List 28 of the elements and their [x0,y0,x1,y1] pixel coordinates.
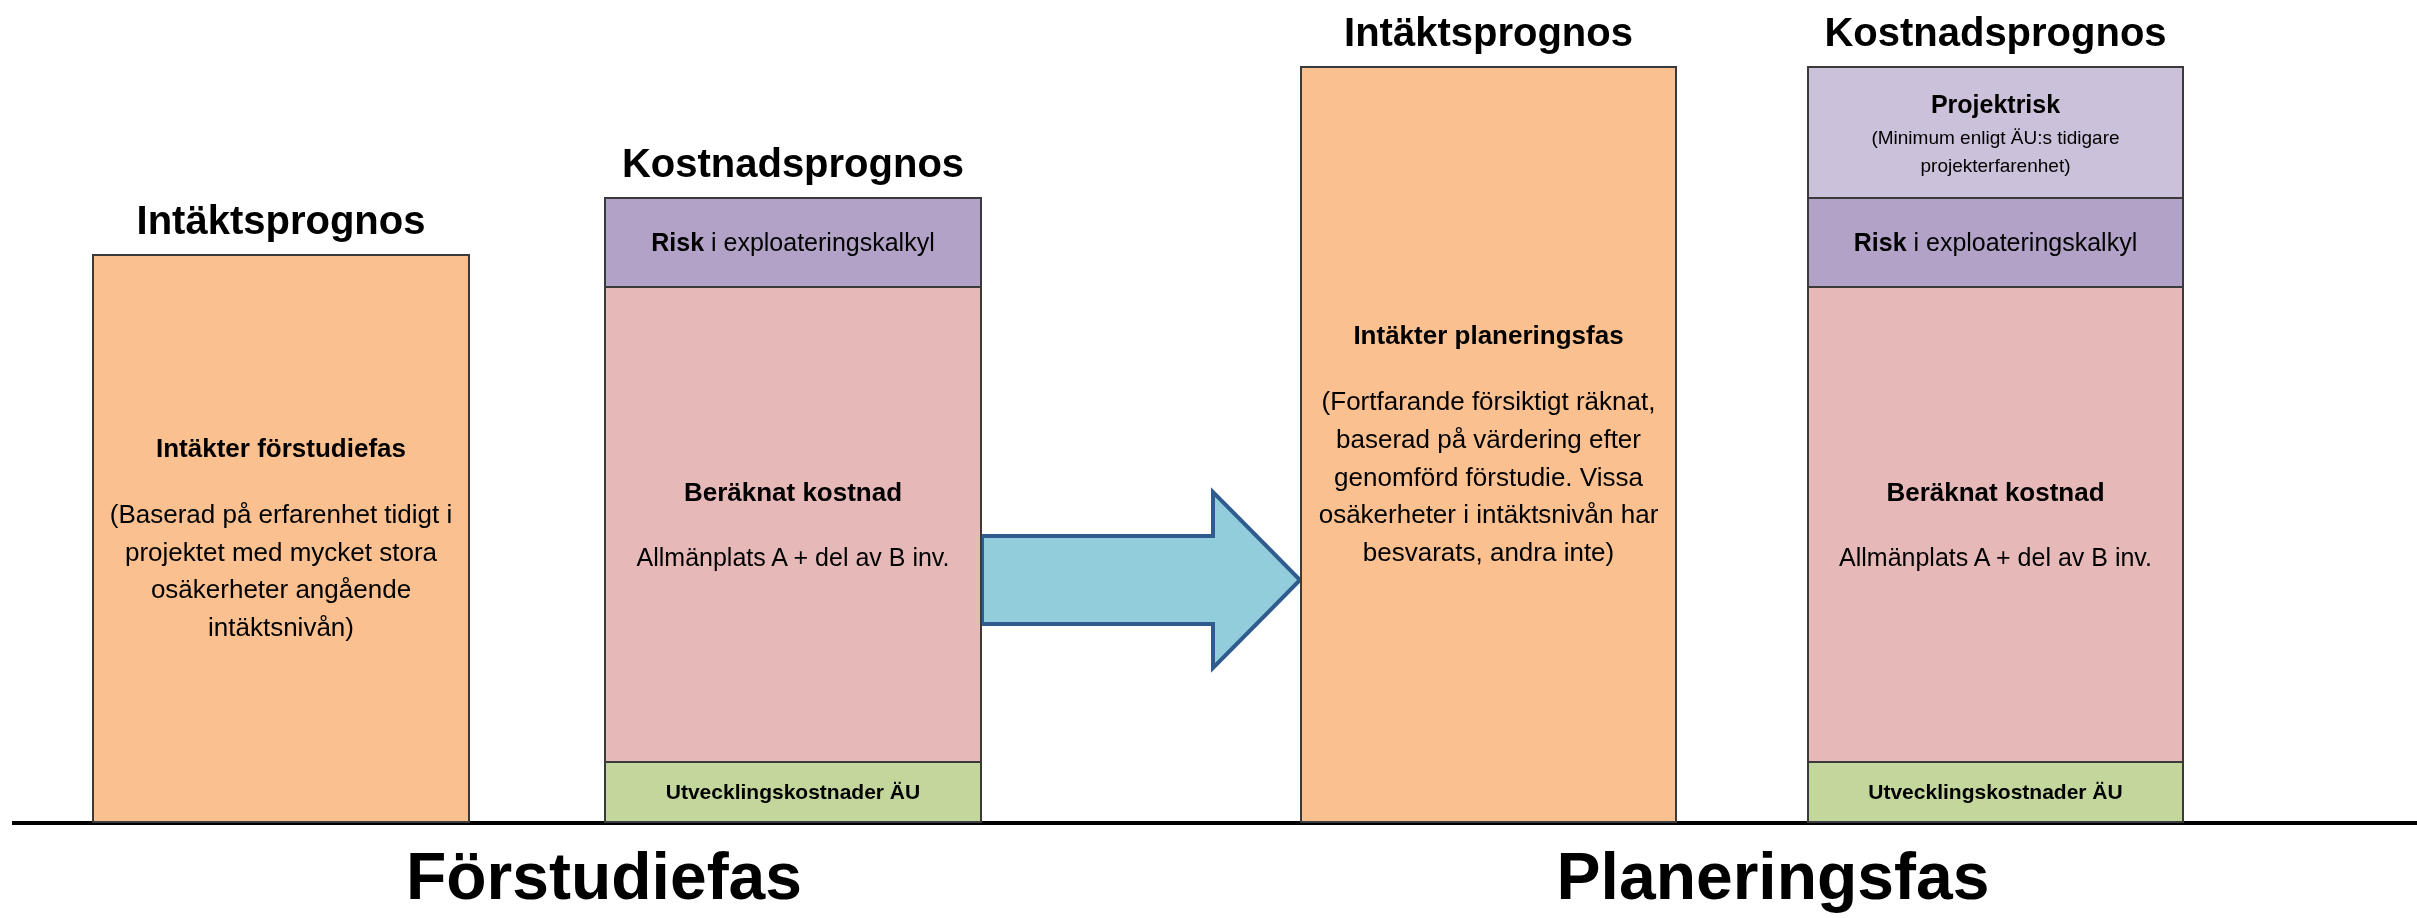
development-cost-segment [1807,761,2184,823]
column-heading: Intäktsprognos [135,198,427,243]
column-heading: Intäktsprognos [1343,10,1634,55]
box-text: (Minimum enligt ÄU:s tidigare projekterfarenhet) [1870,126,2121,178]
box-title: Beräknat kostnad [683,475,903,509]
box-text: Risk i exploateringskalkyl [1853,227,2138,259]
cost-segment [604,286,982,763]
box-text: (Fortfarande försiktigt räknat, baserad på värdering efter genomförd förstudie. Vissa osäkerheter i intäktsnivån har besvarats, andra inte) [1317,385,1660,569]
cost-segment [1807,286,2184,763]
phase-label: Planeringsfas [1555,838,1991,914]
box-text: Allmänplats A + del av B inv. [636,542,950,574]
box-text: Utvecklingskostnader ÄU [665,778,921,805]
box-text: Risk i exploateringskalkyl [651,227,935,259]
box-text: (Baserad på erfarenhet tidigt i projektet med mycket stora osäkerheter angående intäktsnivån) [108,497,454,645]
box-title: Intäkter planeringsfas [1353,319,1624,353]
box-title: Projektrisk [1930,88,2061,120]
box-text: Utvecklingskostnader ÄU [1868,778,2123,805]
box-title: Intäkter förstudiefas [156,432,406,466]
risk-segment [604,197,982,288]
phase-label: Förstudiefas [404,838,804,914]
box-text: Allmänplats A + del av B inv. [1839,542,2152,574]
column-heading: Kostnadsprognos [1823,10,2168,55]
project-risk-segment [1807,66,2184,199]
development-cost-segment [604,761,982,823]
block-arrow [980,487,1303,673]
column-heading: Kostnadsprognos [620,141,966,186]
risk-segment [1807,197,2184,288]
box-title: Beräknat kostnad [1886,475,2105,509]
